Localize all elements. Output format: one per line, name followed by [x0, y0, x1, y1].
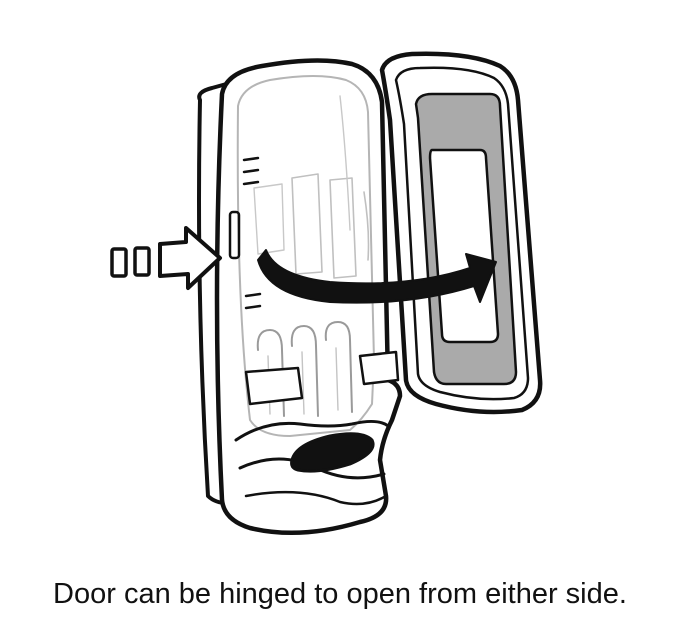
push-arrow-icon	[110, 226, 222, 290]
refrigerator-body-icon	[197, 58, 403, 536]
refrigerator-illustration	[110, 51, 543, 536]
curved-arrow-icon	[257, 249, 497, 304]
caption-text: Door can be hinged to open from either s…	[53, 578, 627, 610]
open-door-icon	[379, 51, 543, 415]
